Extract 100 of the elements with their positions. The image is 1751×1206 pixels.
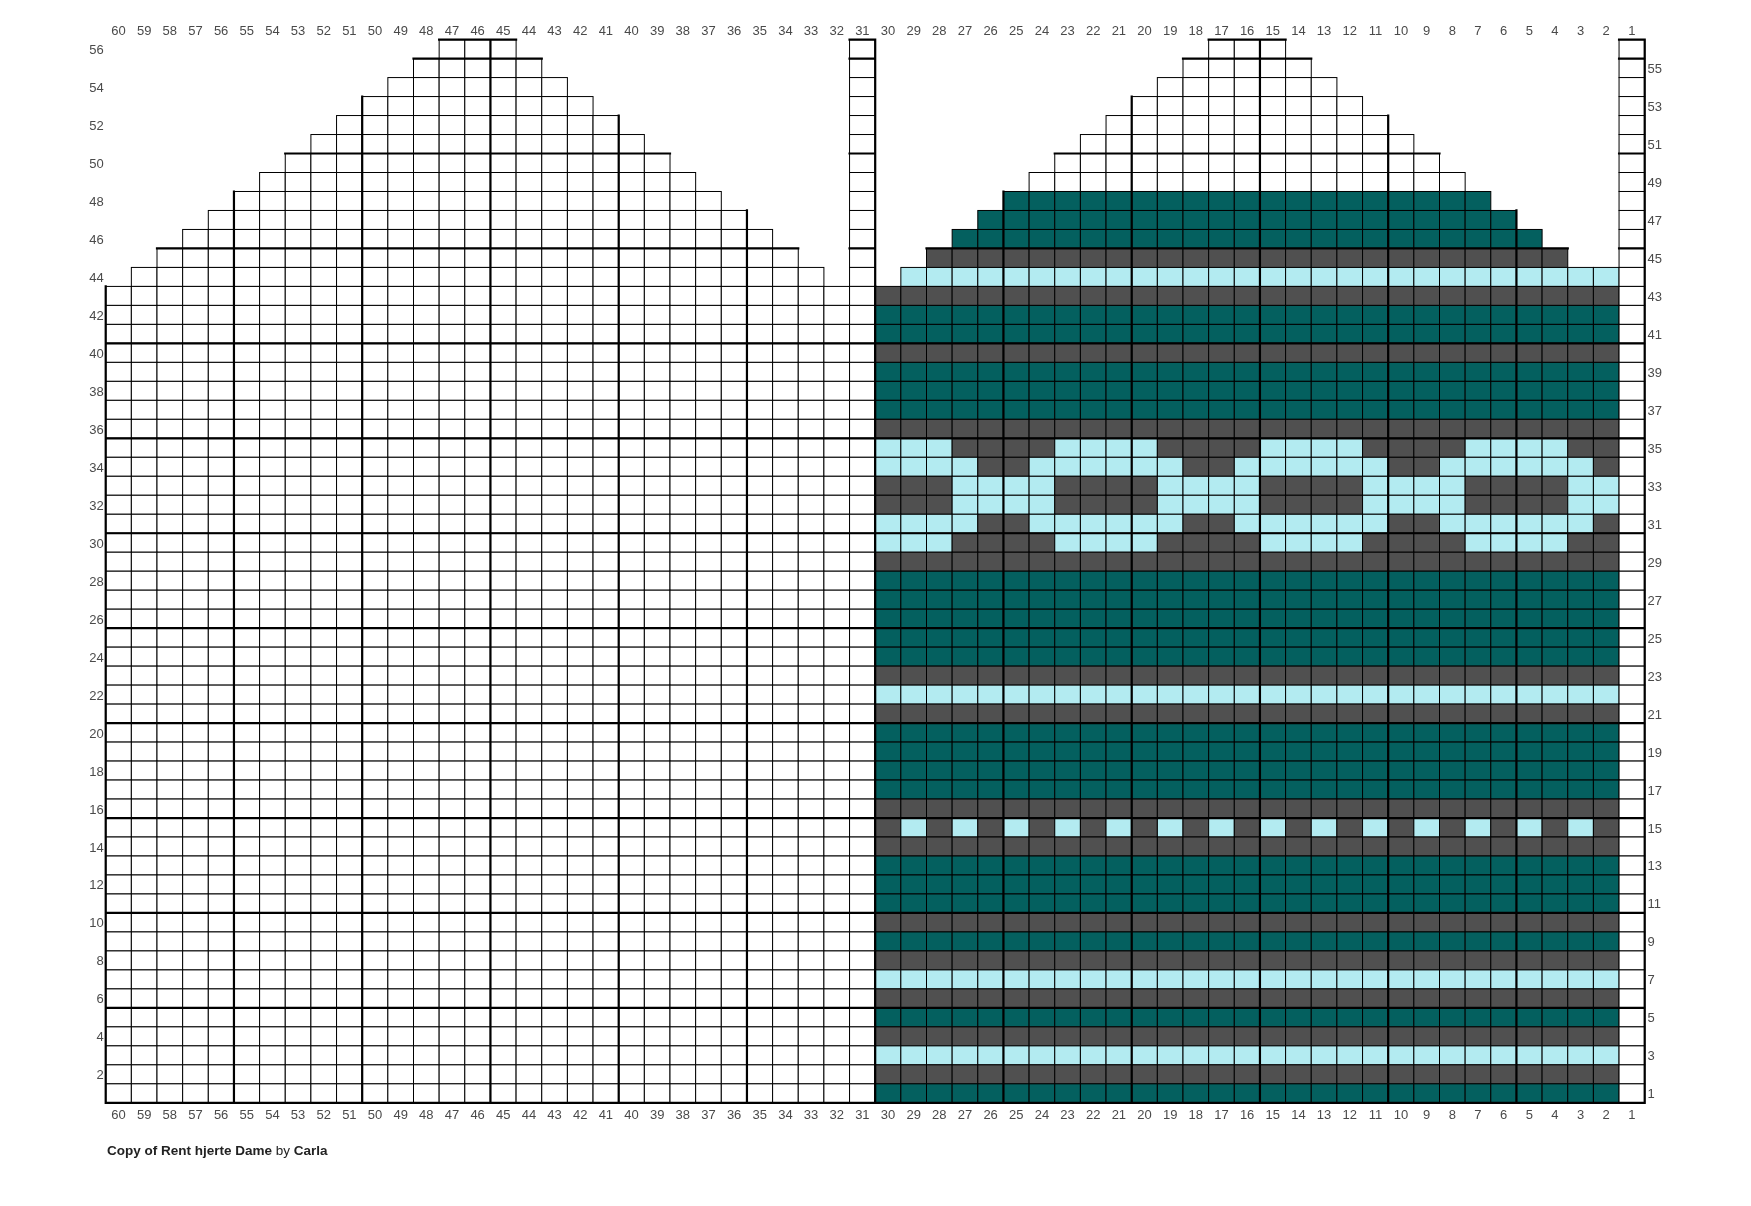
column-number: 21 xyxy=(1111,23,1127,37)
row-number: 50 xyxy=(89,156,104,170)
column-number: 45 xyxy=(496,23,511,37)
column-number: 26 xyxy=(983,23,998,37)
column-number: 35 xyxy=(752,1107,767,1121)
column-number: 3 xyxy=(1576,1107,1585,1121)
row-number: 44 xyxy=(89,270,104,284)
row-number: 56 xyxy=(89,42,104,56)
column-number: 49 xyxy=(393,1107,408,1121)
row-number: 32 xyxy=(89,498,104,512)
column-number: 22 xyxy=(1086,1107,1101,1121)
row-number: 38 xyxy=(89,384,104,398)
row-number: 10 xyxy=(89,915,104,929)
row-number: 47 xyxy=(1647,213,1662,227)
row-number: 8 xyxy=(96,953,104,967)
column-number: 7 xyxy=(1474,1107,1482,1121)
column-number: 51 xyxy=(342,1107,357,1121)
row-number: 13 xyxy=(1647,859,1662,872)
row-number: 54 xyxy=(89,80,104,94)
column-number: 34 xyxy=(778,23,793,37)
column-number: 23 xyxy=(1060,1107,1075,1121)
column-number: 17 xyxy=(1214,23,1229,37)
column-number: 60 xyxy=(111,1107,126,1121)
column-number: 24 xyxy=(1034,23,1050,37)
column-number: 49 xyxy=(393,23,408,37)
row-number: 23 xyxy=(1647,669,1662,683)
column-number: 60 xyxy=(111,23,126,37)
row-number: 20 xyxy=(89,726,104,740)
row-number: 7 xyxy=(1647,972,1655,986)
column-number: 37 xyxy=(701,1107,716,1121)
column-number: 4 xyxy=(1551,23,1559,37)
row-number: 15 xyxy=(1647,821,1662,834)
column-number: 48 xyxy=(419,23,434,37)
column-number: 10 xyxy=(1393,23,1409,37)
row-number: 9 xyxy=(1647,934,1655,948)
column-number: 2 xyxy=(1602,1107,1610,1121)
row-number: 34 xyxy=(89,460,104,474)
row-number: 25 xyxy=(1647,631,1662,645)
row-number: 27 xyxy=(1647,593,1662,607)
row-number: 2 xyxy=(96,1067,104,1081)
row-number: 3 xyxy=(1647,1048,1655,1062)
row-number: 5 xyxy=(1647,1010,1655,1024)
row-number: 49 xyxy=(1647,175,1662,189)
column-number: 33 xyxy=(803,1107,819,1121)
row-number: 36 xyxy=(89,422,104,436)
column-number: 13 xyxy=(1316,1107,1332,1121)
column-number: 23 xyxy=(1060,23,1075,37)
column-number: 8 xyxy=(1448,1107,1456,1121)
column-number: 19 xyxy=(1162,23,1178,37)
column-number: 39 xyxy=(649,1107,665,1121)
row-number: 12 xyxy=(89,877,104,891)
column-number: 51 xyxy=(342,23,357,37)
column-number: 38 xyxy=(675,23,691,37)
column-number: 27 xyxy=(957,23,973,37)
column-number: 12 xyxy=(1342,1107,1357,1121)
column-number: 31 xyxy=(855,1107,870,1121)
column-number: 36 xyxy=(726,1107,742,1121)
column-number: 54 xyxy=(265,1107,280,1121)
column-number: 24 xyxy=(1034,1107,1050,1121)
column-number: 48 xyxy=(419,1107,434,1121)
row-number: 14 xyxy=(89,840,104,853)
row-number: 45 xyxy=(1647,251,1662,265)
column-number: 33 xyxy=(803,23,819,37)
row-number: 17 xyxy=(1647,783,1662,797)
row-number: 6 xyxy=(96,991,104,1005)
column-number: 54 xyxy=(265,23,280,37)
column-number: 25 xyxy=(1009,23,1024,37)
column-number: 58 xyxy=(162,1107,178,1121)
column-number: 32 xyxy=(829,23,844,37)
column-number: 21 xyxy=(1111,1107,1127,1121)
row-number: 29 xyxy=(1647,555,1662,569)
row-number: 22 xyxy=(89,688,104,702)
column-number: 39 xyxy=(649,23,665,37)
column-number: 34 xyxy=(778,1107,793,1121)
row-number: 33 xyxy=(1647,479,1662,493)
column-number: 20 xyxy=(1137,1107,1152,1121)
column-number: 50 xyxy=(367,23,383,37)
column-number: 53 xyxy=(290,23,306,37)
column-number: 22 xyxy=(1086,23,1101,37)
column-number: 32 xyxy=(829,1107,844,1121)
row-number: 26 xyxy=(89,612,104,626)
row-number: 35 xyxy=(1647,441,1662,455)
column-number: 4 xyxy=(1551,1107,1559,1121)
column-number: 57 xyxy=(188,23,203,37)
column-number: 44 xyxy=(521,1107,537,1121)
row-number: 51 xyxy=(1647,137,1662,151)
column-number: 6 xyxy=(1500,1107,1508,1121)
column-number: 20 xyxy=(1137,23,1152,37)
column-number: 14 xyxy=(1291,23,1306,37)
column-number: 28 xyxy=(932,1107,947,1121)
column-number: 11 xyxy=(1368,1107,1383,1121)
row-number: 4 xyxy=(96,1029,104,1043)
column-number: 19 xyxy=(1162,1107,1178,1121)
column-number: 9 xyxy=(1423,1107,1431,1121)
column-number: 1 xyxy=(1628,1107,1636,1121)
row-number: 19 xyxy=(1647,745,1662,759)
row-number: 21 xyxy=(1647,707,1662,721)
column-number: 59 xyxy=(136,23,152,37)
chart-title: Copy of Rent hjerte Dame by Carla xyxy=(107,1143,328,1159)
row-number: 16 xyxy=(89,802,104,815)
